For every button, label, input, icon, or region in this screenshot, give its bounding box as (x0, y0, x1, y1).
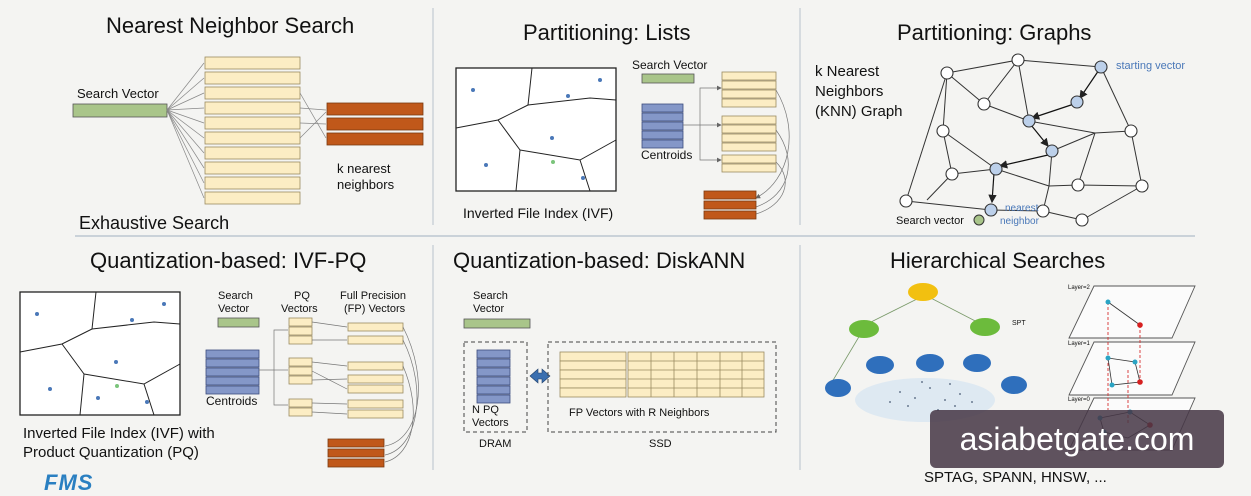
layer0-label: Layer=0 (1068, 397, 1090, 403)
database-vectors (204, 56, 301, 205)
knn-label-line1: k nearest (337, 161, 391, 176)
dram-box (463, 341, 528, 433)
ivf-voronoi (455, 67, 617, 192)
watermark-banner: asiabetgate.com (930, 410, 1224, 468)
search-vector-label: Search Vector (77, 86, 159, 101)
knn-graph-label-line2: Neighbors (815, 83, 884, 100)
npq-label-line2: Vectors (472, 417, 509, 429)
ivfpq-lists (205, 317, 419, 468)
graph-search-vector-label: Search vector (896, 215, 964, 227)
panel-title-ivfpq: Quantization-based: IVF-PQ (90, 248, 367, 273)
diskann-search-label-line2: Vector (473, 303, 505, 315)
fp-neighbors-label: FP Vectors with R Neighbors (569, 407, 710, 419)
fp-vectors-label-line2: (FP) Vectors (344, 303, 406, 315)
ssd-label: SSD (649, 438, 672, 450)
ivfpq-voronoi (19, 291, 181, 416)
lists-centroids-label: Centroids (641, 148, 693, 162)
nearest-neighbor-label-line1: nearest (1005, 203, 1039, 214)
dram-label: DRAM (479, 438, 512, 450)
lists-search-vector-label: Search Vector (632, 58, 708, 72)
layer1-label: Layer=1 (1068, 341, 1090, 347)
ivfpq-search-label-line2: Vector (218, 303, 250, 315)
ivfpq-caption-line2: Product Quantization (PQ) (23, 444, 199, 461)
pq-vectors-label-line2: Vectors (281, 303, 318, 315)
fms-logo: FMS (44, 470, 94, 495)
ssd-box (547, 341, 777, 433)
diskann-diagram (463, 318, 777, 433)
knn-graph-label-line1: k Nearest (815, 63, 880, 80)
ivf-caption: Inverted File Index (IVF) (463, 205, 614, 221)
pq-vectors-label-line1: PQ (294, 290, 310, 302)
panel-title-diskann: Quantization-based: DiskANN (453, 248, 746, 273)
npq-label-line1: N PQ (472, 404, 499, 416)
nearest-neighbor-label-line2: neighbor (1000, 216, 1039, 227)
hierarchical-footer: SPTAG, SPANN, HNSW, ... (924, 469, 1107, 486)
panel-title-hierarchical: Hierarchical Searches (890, 248, 1106, 273)
knn-graph-label-line3: (KNN) Graph (815, 103, 903, 120)
nn-search-diagram (72, 56, 424, 205)
fp-vectors-label-line1: Full Precision (340, 290, 407, 302)
panel-title-graphs: Partitioning: Graphs (897, 20, 1092, 45)
panel-dividers (75, 8, 1195, 470)
diskann-search-label-line1: Search (473, 290, 508, 302)
fan-arrows (166, 62, 327, 199)
knn-label-line2: neighbors (337, 177, 395, 192)
knn-vectors (326, 102, 424, 146)
layer2-label: Layer=2 (1068, 285, 1090, 291)
ivfpq-search-label-line1: Search (218, 290, 253, 302)
panel-title-nn-search: Nearest Neighbor Search (106, 13, 355, 38)
ivfpq-centroids-label: Centroids (206, 394, 258, 408)
search-vector-bar (72, 103, 168, 118)
ivfpq-caption-line1: Inverted File Index (IVF) with (23, 425, 215, 442)
exhaustive-search-label: Exhaustive Search (79, 213, 230, 233)
dram-ssd-arrow (529, 368, 551, 384)
starting-vector-label: starting vector (1116, 60, 1186, 72)
knn-graph (899, 53, 1149, 227)
ivf-lists (641, 71, 790, 220)
spt-label: SPT (1012, 320, 1026, 327)
panel-title-lists: Partitioning: Lists (523, 20, 691, 45)
